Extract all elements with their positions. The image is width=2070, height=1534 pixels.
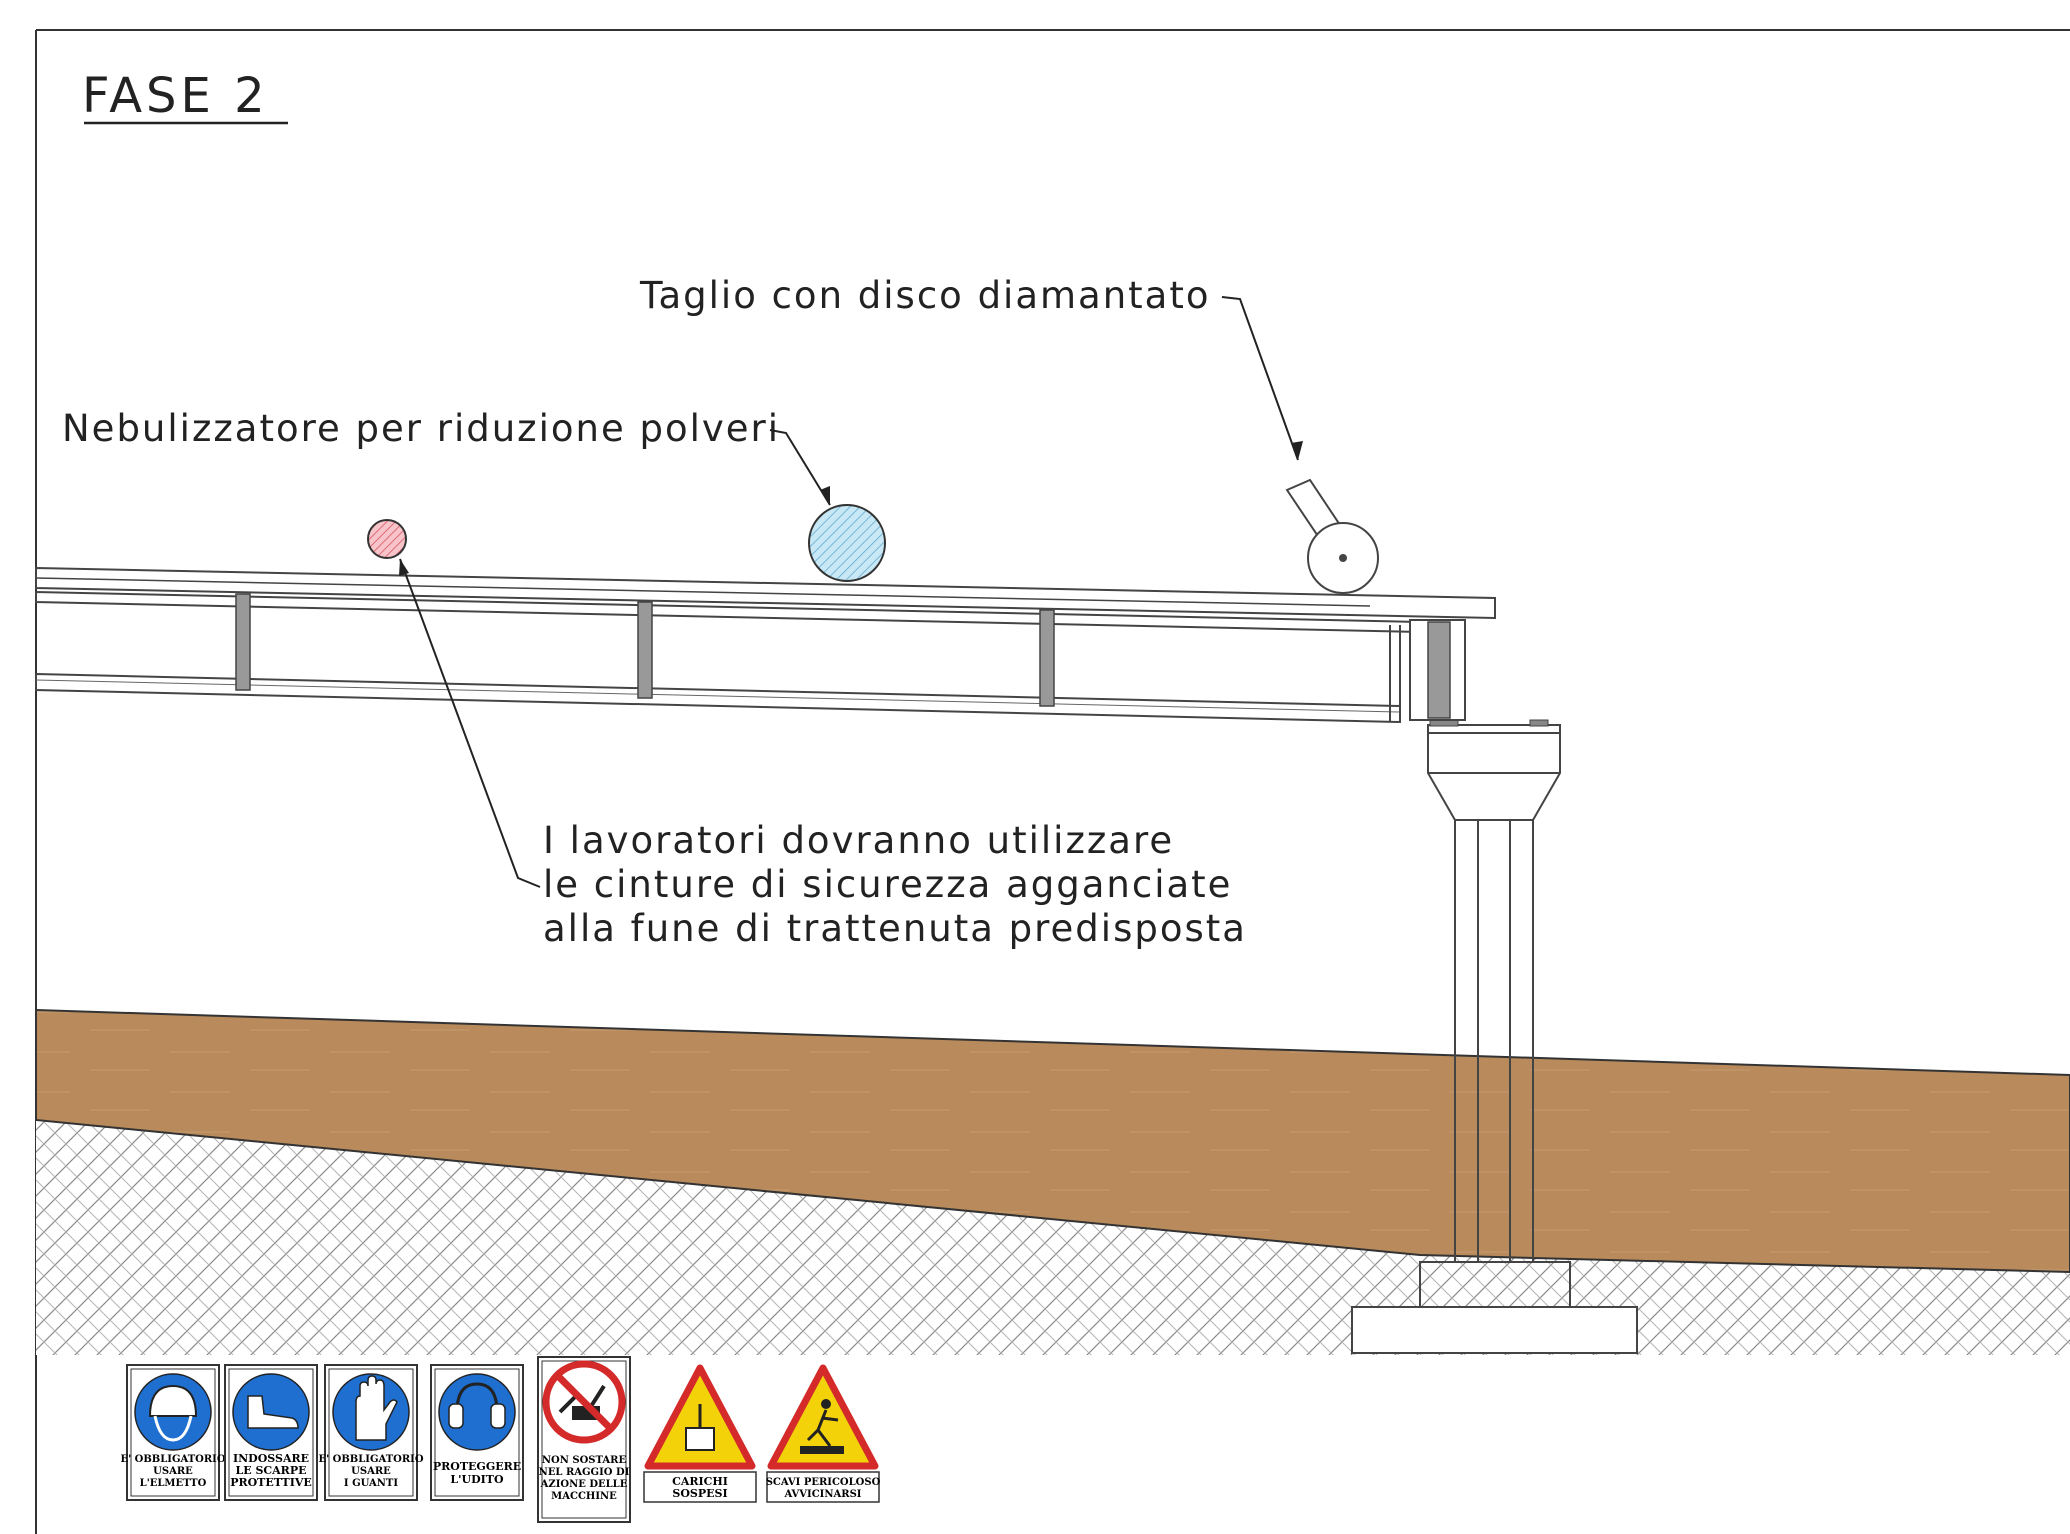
svg-text:NEL RAGGIO DI: NEL RAGGIO DI xyxy=(539,1467,630,1478)
svg-text:AVVICINARSI: AVVICINARSI xyxy=(784,1489,862,1500)
svg-text:PROTEGGERE: PROTEGGERE xyxy=(433,1460,521,1473)
workers-note-line-1: I lavoratori dovranno utilizzare xyxy=(543,819,1174,862)
gravel-substrate xyxy=(36,1120,2070,1355)
svg-text:USARE: USARE xyxy=(351,1466,391,1477)
workers-note-line-2: le cinture di sicurezza agganciate xyxy=(543,863,1232,906)
sign-hearing: PROTEGGERE L'UDITO xyxy=(430,1364,524,1501)
suspended-load-icon xyxy=(685,1427,715,1451)
svg-text:AZIONE DELLE: AZIONE DELLE xyxy=(540,1479,628,1490)
nebulizer-label: Nebulizzatore per riduzione polveri xyxy=(62,407,780,450)
svg-text:L'ELMETTO: L'ELMETTO xyxy=(140,1478,207,1489)
ear-protector-icon xyxy=(455,1382,499,1413)
nebulizer-symbol xyxy=(808,504,886,582)
sign-gloves: E' OBBLIGATORIO USARE I GUANTI xyxy=(318,1364,424,1501)
svg-text:SOSPESI: SOSPESI xyxy=(672,1487,727,1500)
svg-text:L'UDITO: L'UDITO xyxy=(450,1473,504,1486)
pier-foundation-slab xyxy=(1351,1306,1638,1354)
helmet-icon xyxy=(148,1384,198,1417)
svg-text:E' OBBLIGATORIO: E' OBBLIGATORIO xyxy=(120,1454,225,1465)
svg-text:LE SCARPE: LE SCARPE xyxy=(236,1464,307,1477)
soil-layer xyxy=(35,1008,2070,1274)
sign-loads: CARICHI SOSPESI xyxy=(643,1364,757,1503)
glove-icon xyxy=(355,1375,398,1441)
svg-text:NON SOSTARE: NON SOSTARE xyxy=(542,1455,627,1466)
falling-person-icon xyxy=(806,1409,839,1447)
phase-title: FASE 2 xyxy=(82,68,269,124)
svg-text:E' OBBLIGATORIO: E' OBBLIGATORIO xyxy=(318,1454,423,1465)
svg-text:INDOSSARE: INDOSSARE xyxy=(233,1452,309,1465)
pier-cap xyxy=(1427,732,1561,821)
sign-excavation: SCAVI PERICOLOSO AVVICINARSI xyxy=(766,1364,881,1503)
svg-text:I GUANTI: I GUANTI xyxy=(344,1478,398,1489)
sign-helmet: E' OBBLIGATORIO USARE L'ELMETTO xyxy=(120,1364,226,1501)
bridge-deck xyxy=(35,566,1496,724)
sign-shoes: INDOSSARE LE SCARPE PROTETTIVE xyxy=(224,1364,318,1501)
cut-label: Taglio con disco diamantato xyxy=(639,274,1211,317)
svg-text:MACCHINE: MACCHINE xyxy=(551,1491,617,1502)
diamond-disc-saw xyxy=(1285,478,1379,594)
svg-text:PROTETTIVE: PROTETTIVE xyxy=(230,1476,312,1489)
safety-shoe-icon xyxy=(247,1395,299,1429)
workers-note-line-3: alla fune di trattenuta predisposta xyxy=(543,907,1247,950)
bearing-plate xyxy=(1427,724,1561,734)
svg-text:USARE: USARE xyxy=(153,1466,193,1477)
svg-text:SCAVI PERICOLOSO: SCAVI PERICOLOSO xyxy=(766,1477,881,1488)
sign-machines: NON SOSTARE NEL RAGGIO DI AZIONE DELLE M… xyxy=(537,1356,631,1523)
svg-text:CARICHI: CARICHI xyxy=(672,1475,728,1488)
lifeline-anchor-marker xyxy=(367,519,407,559)
